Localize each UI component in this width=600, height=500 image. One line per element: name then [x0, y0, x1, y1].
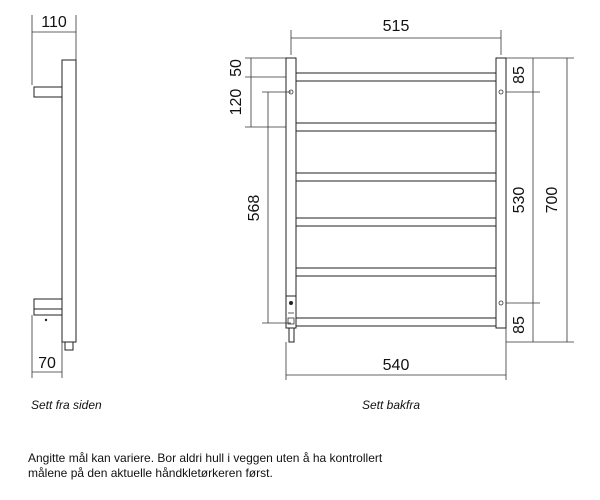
- back-left-offset-dimensions: 50 120: [228, 57, 286, 128]
- back-right-dimensions: 85 530 85: [506, 57, 574, 343]
- left-upright: [285, 57, 297, 329]
- back-right-middle-label: 530: [511, 187, 528, 214]
- side-profile: [33, 59, 77, 351]
- side-view-caption: Sett fra siden: [31, 398, 102, 412]
- side-depth-bottom-dimension: 70: [31, 315, 63, 378]
- back-bracket-offset-label: 120: [228, 89, 245, 116]
- side-view: 110 70: [31, 14, 77, 378]
- back-right-bottom-label: 85: [511, 316, 528, 334]
- back-top-offset-label: 50: [228, 59, 245, 77]
- back-view: 515: [228, 18, 574, 380]
- back-total-height-dimension: 700: [540, 57, 574, 342]
- note-line-2: målene på den aktuelle håndkletørkeren f…: [28, 466, 273, 480]
- right-upright: [495, 57, 507, 329]
- back-width-bottom-label: 540: [383, 357, 410, 374]
- back-bracket-spacing-dimension: 568: [246, 91, 291, 324]
- back-bracket-spacing-label: 568: [246, 195, 263, 222]
- back-total-height-label: 700: [544, 187, 561, 214]
- back-view-caption: Sett bakfra: [362, 398, 421, 412]
- installation-note: Angitte mål kan variere. Bor aldri hull …: [28, 451, 488, 481]
- back-right-top-label: 85: [511, 66, 528, 84]
- back-width-bottom-dimension: 540: [285, 328, 507, 380]
- back-width-top-dimension: 515: [290, 18, 502, 55]
- note-line-1: Angitte mål kan variere. Bor aldri hull …: [28, 451, 383, 465]
- side-depth-top-label: 110: [41, 14, 67, 31]
- mounting-holes: [288, 89, 504, 306]
- rungs: [295, 72, 497, 327]
- control-unit: [285, 295, 297, 343]
- side-depth-bottom-label: 70: [38, 355, 56, 372]
- side-depth-top-dimension: 110: [31, 14, 77, 85]
- back-width-top-label: 515: [383, 18, 410, 35]
